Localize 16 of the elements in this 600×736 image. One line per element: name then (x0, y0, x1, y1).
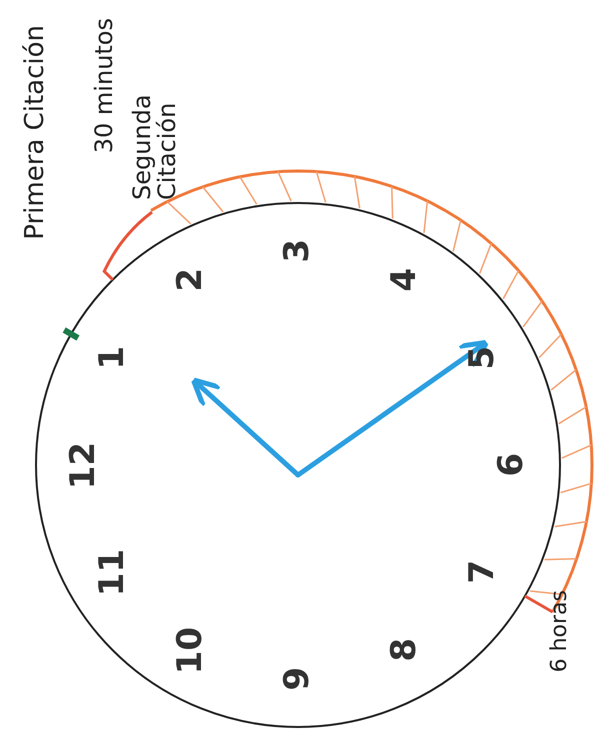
hour-number: 9 (280, 667, 316, 691)
annotation-label: 6 horas (548, 590, 572, 672)
hour-number: 2 (173, 268, 209, 292)
hour-number: 8 (387, 638, 423, 662)
hour-number: 12 (66, 442, 102, 489)
hour-number: 4 (387, 268, 423, 292)
hour-number: 3 (280, 239, 316, 263)
hour-number: 1 (94, 346, 130, 370)
hour-number: 5 (465, 346, 502, 370)
annotation-label: 30 minutos (92, 18, 118, 154)
annotation-label: Segunda Citación (130, 93, 180, 200)
hour-number: 10 (173, 626, 209, 674)
hour-number: 6 (494, 453, 530, 477)
hour-number: 7 (465, 560, 502, 584)
annotation-label: Primera Citación (22, 25, 50, 240)
hour-number: 11 (94, 548, 130, 596)
